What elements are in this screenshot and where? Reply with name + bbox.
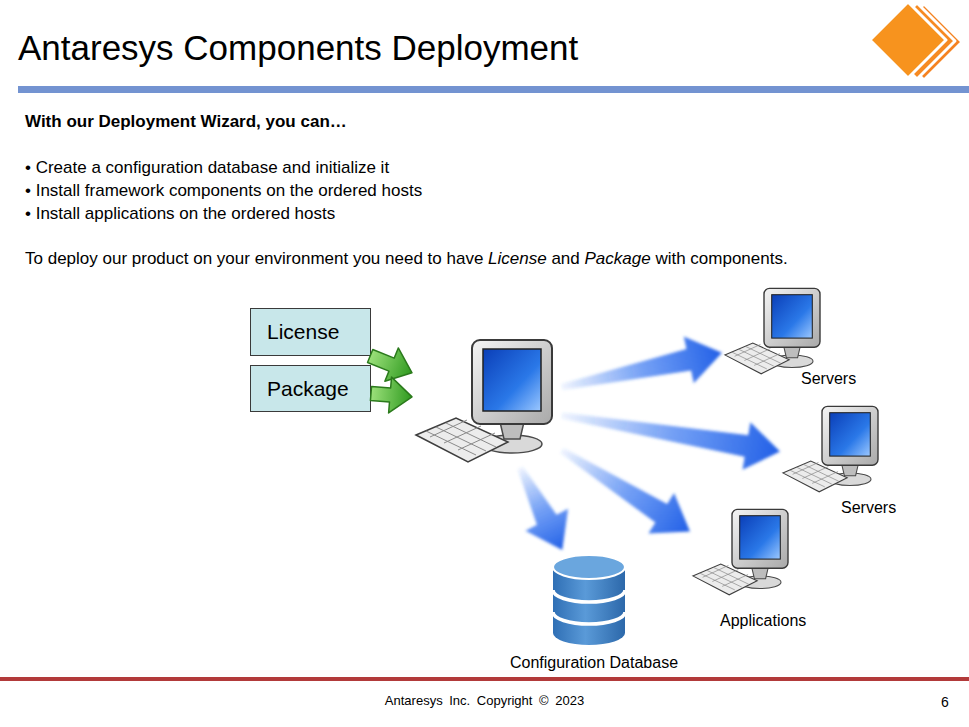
input-arrow [368, 348, 412, 381]
box-label: License [251, 309, 370, 355]
title-rule [18, 86, 969, 93]
server-computer: Servers [722, 287, 860, 389]
deploy-arrow [560, 448, 690, 534]
deploy-arrow [562, 412, 780, 469]
page-number: 6 [941, 693, 949, 711]
deploy-arrow [561, 336, 722, 390]
bullet-item: • Create a configuration database and in… [25, 157, 389, 178]
logo-diamond [870, 2, 946, 78]
computer-icon [722, 287, 827, 378]
database-cylinder [551, 553, 627, 647]
host-label: Applications [720, 612, 806, 630]
bullet-item: • Install framework components on the or… [25, 180, 422, 201]
computer-icon [690, 508, 795, 599]
computer-icon [783, 406, 878, 491]
deployment-computer [412, 338, 562, 468]
computer-icon [780, 405, 885, 496]
bullet-item: • Install applications on the ordered ho… [25, 203, 335, 224]
application-computer: Applications [690, 508, 810, 631]
database-cylinder [553, 555, 625, 645]
host-label: Servers [801, 370, 856, 388]
configuration-database: Configuration Database [505, 550, 683, 674]
deploy-arrow [518, 467, 569, 550]
server-computer: Servers [780, 405, 900, 518]
input-arrow [370, 377, 412, 413]
computer-icon [693, 509, 788, 594]
computer-icon [725, 288, 820, 373]
instruction-text: To deploy our product on your environmen… [25, 248, 788, 269]
license-box: License [250, 308, 371, 356]
computer-icon [412, 338, 562, 468]
footer-rule [0, 677, 969, 681]
intro-heading: With our Deployment Wizard, you can… [25, 111, 347, 132]
box-label: Package [251, 366, 370, 411]
package-box: Package [250, 365, 371, 412]
footer-copyright: Antaresys Inc. Copyright © 2023 [0, 692, 969, 709]
host-label: Configuration Database [505, 654, 683, 672]
host-label: Servers [841, 499, 896, 517]
slide-title: Antaresys Components Deployment [18, 28, 578, 68]
computer-icon [416, 340, 552, 462]
company-logo [870, 2, 962, 80]
